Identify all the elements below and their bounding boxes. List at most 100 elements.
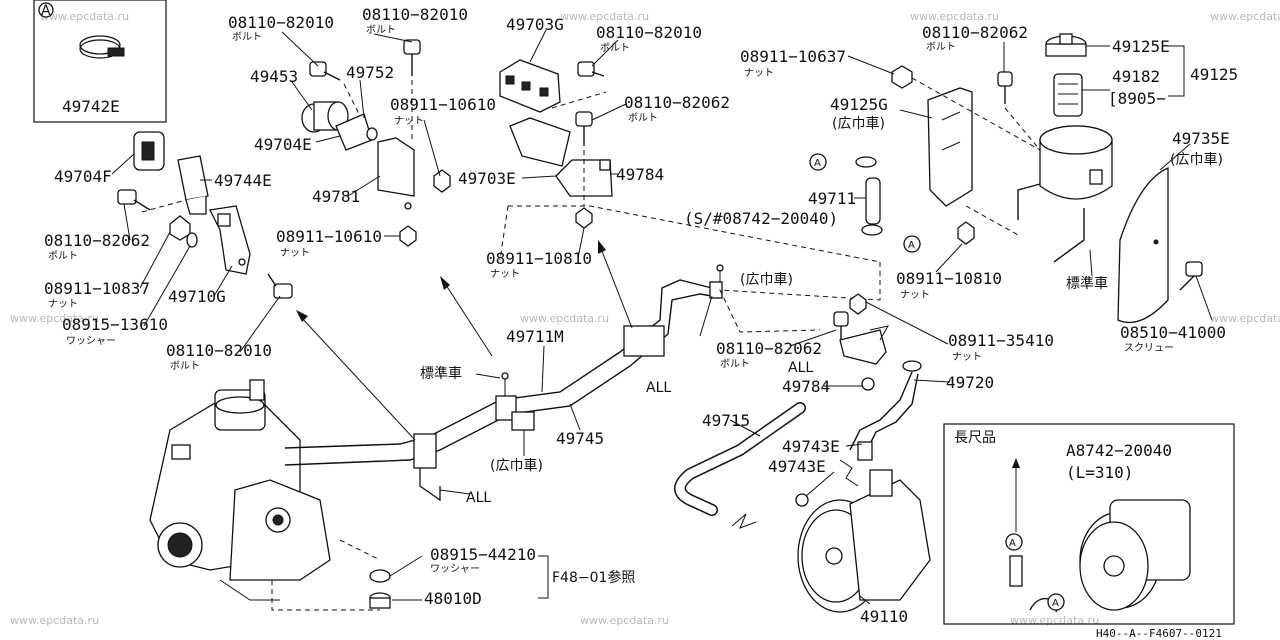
part-number: 08110−82062 — [922, 23, 1028, 42]
serial-note: (S/#08742−20040) — [684, 209, 838, 228]
variant-note: (広巾車) — [1170, 151, 1223, 168]
part-number-a8742-20040: A8742−20040 — [1066, 441, 1172, 460]
part-number: 08911−35410 — [948, 331, 1054, 350]
part-number: 49703E — [458, 169, 516, 188]
part-number: 08911−10810 — [486, 249, 592, 268]
hose-clamp-icon — [861, 377, 875, 391]
hose-clamp-icon — [79, 35, 125, 59]
part-number: 08911−10610 — [276, 227, 382, 246]
pump-outline-icon — [1079, 499, 1191, 611]
part-number: 49752 — [346, 63, 394, 82]
watermark: www.epcdata.ru — [40, 10, 129, 23]
part-type-label: ナット — [952, 351, 982, 363]
nut-icon — [891, 65, 913, 89]
washer-icon — [186, 232, 198, 248]
part-type-label: ボルト — [628, 112, 658, 124]
filter-icon — [1053, 73, 1083, 117]
part-type-label: ボルト — [926, 41, 956, 53]
bolt-icon — [309, 61, 341, 81]
part-type-label: ナット — [280, 247, 310, 259]
bolt-icon — [267, 273, 293, 299]
return-hose-small: A A — [809, 153, 921, 253]
bolt-icon — [117, 189, 151, 211]
shield-plate-icon — [1117, 167, 1169, 324]
watermark: www.epcdata.ru — [10, 312, 99, 325]
marker-a: A — [908, 240, 915, 251]
part-number: 49735E — [1172, 129, 1230, 148]
hose-clamp-icon — [795, 493, 809, 507]
part-number: 08915−13610 — [62, 315, 168, 334]
part-number: 49110 — [860, 607, 908, 626]
leader-lines — [111, 29, 1213, 605]
watermark: www.epcdata.ru — [910, 10, 999, 23]
nut-icon — [849, 293, 867, 315]
part-number: 08110−82010 — [228, 13, 334, 32]
marker-a: A — [1009, 538, 1016, 549]
reservoir-tank-icon — [1039, 125, 1113, 200]
part-number: 49453 — [250, 67, 298, 86]
part-number: 49704E — [254, 135, 312, 154]
variant-note: ALL — [646, 380, 671, 396]
part-number: 49745 — [556, 429, 604, 448]
variant-note: ALL — [788, 360, 813, 376]
variant-note: (広巾車) — [832, 115, 885, 132]
part-number: 08110−82062 — [624, 93, 730, 112]
inset-clamp-box: A 49742E — [33, 0, 167, 123]
variant-note: 標準車 — [1066, 275, 1108, 292]
part-number: 48010D — [424, 589, 482, 608]
bracket-group-center — [301, 39, 451, 247]
cap-icon — [1045, 33, 1087, 57]
bolt-icon — [575, 111, 593, 146]
bracket-group-top — [499, 59, 613, 229]
part-number: 49781 — [312, 187, 360, 206]
pump-group — [795, 360, 931, 613]
part-type-label: スクリュー — [1124, 342, 1174, 354]
variant-note: (広巾車) — [490, 457, 543, 474]
bracket-group-left — [117, 131, 293, 299]
part-number: 08911−10837 — [44, 279, 150, 298]
part-number: 49125G — [830, 95, 888, 114]
part-type-label: ボルト — [232, 31, 262, 43]
part-number: 49703G — [506, 15, 564, 34]
nut-icon — [399, 225, 417, 247]
part-number: 08110−82062 — [44, 231, 150, 250]
part-type-label: ナット — [394, 115, 424, 127]
part-number: 08911−10810 — [896, 269, 1002, 288]
part-type-label: ワッシャー — [66, 336, 116, 347]
bolt-icon — [833, 311, 849, 340]
part-number: 49711 — [808, 189, 856, 208]
part-number: 08110−82062 — [716, 339, 822, 358]
watermark: www.epcdata.ru — [1010, 614, 1099, 627]
part-type-label: ボルト — [600, 42, 630, 54]
bolt-icon — [577, 61, 605, 77]
part-number: 49743E — [768, 457, 826, 476]
bolt-icon — [403, 39, 421, 76]
part-type-label: ワッシャー — [430, 564, 480, 575]
nut-icon — [575, 207, 593, 229]
part-number: 49710G — [168, 287, 226, 306]
part-labels: 08110−82010 ボルト 08110−82010 ボルト 49453 49… — [44, 5, 1238, 640]
part-number: 49784 — [616, 165, 664, 184]
part-number: 08110−82010 — [362, 5, 468, 24]
variant-note: 標準車 — [420, 365, 462, 382]
part-number: 08510−41000 — [1120, 323, 1226, 342]
diagram-code: H40--A--F4607--0121 — [1096, 627, 1222, 640]
production-note: [8905− — [1108, 89, 1166, 108]
reservoir-group — [891, 33, 1203, 324]
nut-icon — [957, 221, 975, 245]
part-type-label: ボルト — [720, 358, 750, 370]
part-number: 49784 — [782, 377, 830, 396]
part-number: 08110−82010 — [596, 23, 702, 42]
part-number: 49744E — [214, 171, 272, 190]
watermark: www.epcdata.ru — [1210, 312, 1280, 325]
screw-icon — [1179, 261, 1203, 291]
part-number: 49125 — [1190, 65, 1238, 84]
return-hose — [674, 402, 806, 529]
part-number: 49125E — [1112, 37, 1170, 56]
part-number: 08915−44210 — [430, 545, 536, 564]
part-type-label: ナット — [744, 67, 774, 79]
part-number: 49182 — [1112, 67, 1160, 86]
inset-long-hose-box: 長尺品 A8742−20040 (L=310) A A — [943, 423, 1235, 625]
part-number: 08911−10610 — [390, 95, 496, 114]
